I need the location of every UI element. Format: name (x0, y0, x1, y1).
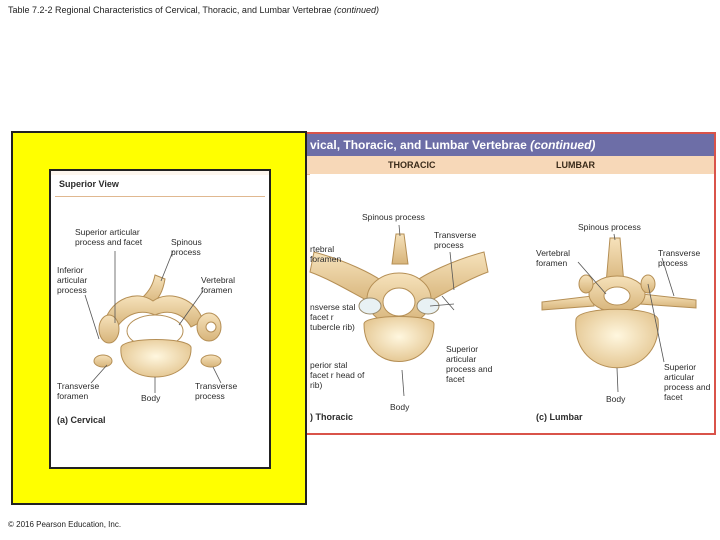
thoracic-label-vertebral-foramen: rtebral foramen (310, 244, 342, 264)
lumbar-label-vertebral-foramen: Vertebral foramen (536, 248, 571, 268)
slide-title: Table 7.2-2 Regional Characteristics of … (8, 5, 379, 15)
thoracic-label-costal-facet-tubercle: nsverse stal facet r tubercle rib) (310, 302, 356, 332)
table-figure: vical, Thoracic, and Lumbar Vertebrae (c… (12, 132, 716, 435)
column-lumbar: LUMBAR (556, 160, 595, 170)
thoracic-label-superior-articular: Superior articular process and facet (446, 344, 493, 384)
yellow-highlight-overlay: Superior View (11, 131, 307, 505)
slide-title-suffix: (continued) (334, 5, 380, 15)
cervical-caption: (a) Cervical (57, 415, 106, 425)
thoracic-label-costal-facet-head: perior stal facet r head of rib) (310, 360, 365, 390)
cervical-label-transverse-foramen: Transverse foramen (57, 381, 100, 401)
cervical-label-inferior-articular: Inferior articular process (57, 265, 88, 295)
vertebra-illustrations (309, 224, 697, 397)
thoracic-label-body: Body (390, 402, 410, 412)
lumbar-label-body: Body (606, 394, 626, 404)
cervical-vertebra (93, 274, 222, 378)
thoracic-label-spinous: Spinous process (362, 212, 425, 222)
thoracic-label-transverse-process: Transverse process (434, 230, 477, 250)
lumbar-caption: (c) Lumbar (536, 412, 583, 422)
cervical-card: Superior View (49, 169, 271, 469)
thoracic-caption: ) Thoracic (310, 412, 354, 422)
lumbar-vertebra (541, 237, 697, 369)
cervical-section-title: Superior View (55, 179, 265, 197)
cervical-label-body: Body (141, 393, 161, 403)
thoracic-vertebra (309, 233, 489, 362)
slide-title-text: Table 7.2-2 Regional Characteristics of … (8, 5, 332, 15)
lumbar-label-transverse-process: Transverse process (658, 248, 701, 268)
column-thoracic: THORACIC (388, 160, 436, 170)
cervical-vertebra-illustration (84, 250, 222, 393)
copyright-notice: © 2016 Pearson Education, Inc. (8, 520, 122, 529)
cervical-label-spinous: Spinous process (171, 237, 202, 257)
lumbar-label-superior-articular: Superior articular process and facet (664, 362, 711, 402)
lumbar-label-spinous: Spinous process (578, 222, 641, 232)
cervical-label-superior-articular: Superior articular process and facet (75, 227, 143, 247)
cervical-label-transverse-process: Transverse process (195, 381, 238, 401)
cervical-label-vertebral-foramen: Vertebral foramen (201, 275, 236, 295)
table-header-text: vical, Thoracic, and Lumbar Vertebrae (c… (310, 138, 596, 152)
